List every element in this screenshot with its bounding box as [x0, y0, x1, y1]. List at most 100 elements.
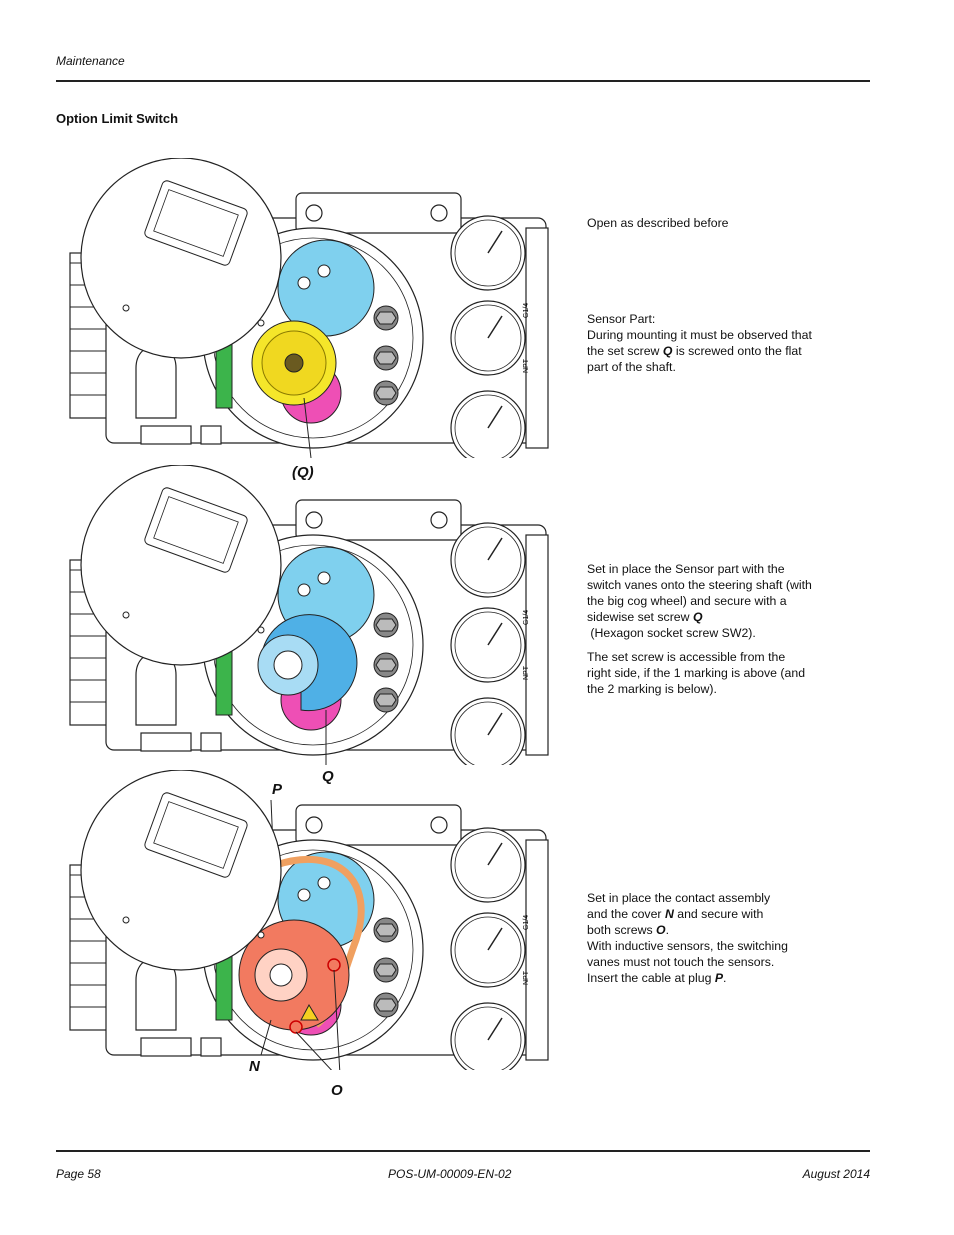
callout-o: O — [331, 1082, 343, 1099]
footer-date: August 2014 — [802, 1167, 870, 1181]
step3-line2: and the cover N and secure with — [587, 907, 764, 921]
step2-para1: Set in place the Sensor part with the sw… — [587, 562, 812, 640]
hex-head — [375, 923, 397, 937]
step3-line5: Insert the cable at plug P. — [587, 971, 727, 985]
gauge-needle — [487, 405, 503, 429]
lid-screw — [257, 626, 265, 634]
gauge-bezel — [454, 916, 522, 984]
gauge-needle — [487, 622, 503, 646]
gauge-needle — [487, 537, 503, 561]
gauge-bezel — [454, 304, 522, 372]
gauge-needle — [487, 712, 503, 736]
screw — [297, 276, 311, 290]
gauge-port-label-bottom: NPT — [523, 665, 530, 680]
sensor-desc: During mounting it must be observed that… — [587, 328, 812, 374]
gauge-port-block — [525, 227, 549, 449]
connector-block — [140, 1037, 192, 1057]
page-number: Page 58 — [56, 1167, 101, 1181]
document-id: POS-UM-00009-EN-02 — [388, 1167, 512, 1181]
hex-head — [375, 351, 397, 365]
screw — [317, 571, 331, 585]
hex-head — [375, 618, 397, 632]
pressure-gauge — [450, 1002, 526, 1070]
mount-hole — [430, 816, 448, 834]
gauge-bezel — [454, 701, 522, 765]
screw — [317, 876, 331, 890]
step1-line: Open as described before — [587, 216, 729, 230]
mount-hole — [305, 511, 323, 529]
step1-text: Open as described before — [587, 215, 812, 231]
footer-rule — [56, 1150, 870, 1152]
step3-line4: With inductive sensors, the switching va… — [587, 939, 788, 969]
hex-head — [375, 311, 397, 325]
gauge-bezel — [454, 526, 522, 594]
mount-hole — [305, 816, 323, 834]
running-header: Maintenance — [56, 54, 125, 68]
gauge-port-label-top: G1/4 — [523, 610, 530, 625]
cable-gland — [200, 732, 222, 752]
screw-o — [289, 1020, 303, 1034]
hex-head — [375, 693, 397, 707]
shaft-hole — [269, 963, 293, 987]
shaft-hole — [273, 650, 303, 680]
section-title: Option Limit Switch — [56, 111, 179, 126]
cable-gland — [200, 1037, 222, 1057]
screw — [317, 264, 331, 278]
shaft — [284, 353, 304, 373]
gauge-bezel — [454, 1006, 522, 1070]
lid-screw — [257, 319, 265, 327]
lid-display — [153, 496, 239, 564]
lid-screw — [122, 611, 130, 619]
hex-head — [375, 386, 397, 400]
gauge-port-block — [525, 534, 549, 756]
leader-o — [295, 1031, 333, 1070]
lid-screw — [122, 916, 130, 924]
pressure-gauge — [450, 697, 526, 765]
gauge-bezel — [454, 611, 522, 679]
leader-q — [303, 397, 312, 458]
step2-text: Set in place the Sensor part with the sw… — [587, 561, 812, 705]
callout-p: P — [272, 781, 283, 798]
gauge-needle — [487, 842, 503, 866]
gauge-bezel — [454, 831, 522, 899]
hex-head — [375, 658, 397, 672]
hex-head — [375, 963, 397, 977]
top-mount — [295, 192, 462, 234]
leader-o — [333, 969, 341, 1070]
cable-gland — [200, 425, 222, 445]
mount-hole — [430, 204, 448, 222]
callout-q-paren: (Q) — [292, 464, 314, 481]
pressure-gauge — [450, 390, 526, 458]
top-mount — [295, 804, 462, 846]
callout-n: N — [249, 1058, 260, 1075]
step1-sensor-text: Sensor Part: During mounting it must be … — [587, 311, 812, 375]
screw — [297, 583, 311, 597]
gauge-port-label-top: G1/4 — [523, 303, 530, 318]
connector-block — [140, 425, 192, 445]
gauge-bezel — [454, 219, 522, 287]
warning-label — [300, 1003, 319, 1021]
step3-line1: Set in place the contact assembly — [587, 891, 771, 905]
callout-q: Q — [322, 768, 334, 785]
mount-hole — [305, 204, 323, 222]
top-mount — [295, 499, 462, 541]
screw-o — [327, 958, 341, 972]
gauge-needle — [487, 1017, 503, 1041]
gauge-needle — [487, 230, 503, 254]
lid-display — [153, 189, 239, 257]
leader-n — [260, 1019, 272, 1056]
gauge-needle — [487, 315, 503, 339]
gauge-port-block — [525, 839, 549, 1061]
gauge-bezel — [454, 394, 522, 458]
step2-para2: The set screw is accessible from the rig… — [587, 650, 806, 696]
gauge-port-label-top: G1/4 — [523, 915, 530, 930]
gauge-needle — [487, 927, 503, 951]
mount-hole — [430, 511, 448, 529]
sensor-title: Sensor Part: — [587, 312, 656, 326]
step3-text: Set in place the contact assembly and th… — [587, 890, 812, 986]
lid-screw — [122, 304, 130, 312]
gauge-port-label-bottom: NPT — [523, 970, 530, 985]
